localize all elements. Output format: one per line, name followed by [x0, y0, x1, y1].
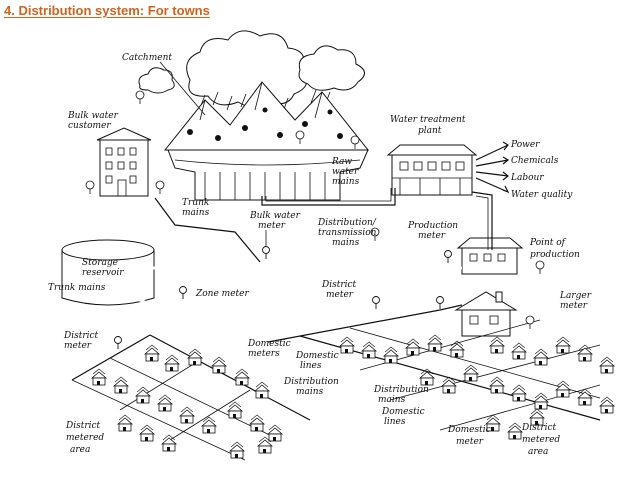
- point-of-production-building: [456, 237, 524, 275]
- label-raw-water-mains: water: [332, 167, 359, 177]
- diagram-labels: Catchment Bulk water customer Raw water …: [48, 53, 592, 457]
- label-power: Power: [510, 140, 540, 150]
- label-domestic-meter: meter: [456, 437, 484, 447]
- label-district-meter-left: District: [63, 331, 99, 341]
- label-bulk-water-meter: Bulk water: [249, 211, 301, 221]
- label-labour: Labour: [510, 173, 544, 183]
- cloud-icon: [138, 67, 175, 94]
- label-district-metered-area-right: District: [521, 423, 557, 433]
- label-raw-water-mains: Raw: [331, 157, 352, 167]
- label-distribution-mains-left: Distribution: [283, 377, 339, 387]
- label-domestic-lines-right: lines: [384, 417, 406, 427]
- label-domestic-meters: Domestic: [247, 339, 291, 349]
- catchment-area: [138, 30, 370, 201]
- label-district-metered-area-left: area: [70, 445, 90, 455]
- pipe-network: [71, 188, 601, 461]
- label-district-meter-left: meter: [64, 341, 92, 351]
- label-district-metered-area-left: metered: [66, 433, 104, 443]
- label-district-metered-area-left: District: [65, 421, 101, 431]
- label-bulk-water-meter: meter: [258, 221, 286, 231]
- label-production-meter: meter: [418, 231, 446, 241]
- label-treatment-plant: Water treatment: [390, 115, 466, 125]
- label-trunk-mains-lower: Trunk mains: [48, 283, 106, 293]
- large-house: [454, 291, 518, 337]
- label-point-of-production: production: [530, 250, 580, 260]
- label-distribution-mains-right: Distribution: [373, 385, 429, 395]
- label-point-of-production: Point of: [529, 238, 567, 248]
- label-trunk-mains-upper: Trunk: [182, 198, 209, 208]
- label-district-meter-mid: District: [321, 280, 357, 290]
- label-distribution-transmission: Distribution/: [317, 218, 377, 228]
- label-bulk-customer: Bulk water: [67, 111, 119, 121]
- label-water-quality: Water quality: [511, 190, 573, 200]
- label-district-meter-mid: meter: [326, 290, 354, 300]
- label-domestic-meter: Domestic: [447, 425, 491, 435]
- label-raw-water-mains: mains: [332, 177, 360, 187]
- meter-icon: [114, 246, 452, 350]
- label-domestic-meters: meters: [248, 349, 280, 359]
- label-distribution-mains-right: mains: [378, 395, 406, 405]
- slide-title: 4. Distribution system: For towns: [4, 3, 210, 18]
- label-distribution-transmission: transmission: [318, 228, 377, 238]
- label-production-meter: Production: [407, 221, 458, 231]
- label-catchment: Catchment: [122, 53, 172, 63]
- label-domestic-lines-right: Domestic: [381, 407, 425, 417]
- label-storage-reservoir: reservoir: [82, 268, 124, 278]
- label-chemicals: Chemicals: [511, 156, 559, 166]
- label-bulk-customer: customer: [68, 121, 111, 131]
- label-storage-reservoir: Storage: [82, 258, 118, 268]
- bulk-customer-building: [85, 127, 165, 197]
- cloud-icon: [298, 45, 365, 91]
- label-domestic-lines-left: lines: [300, 361, 322, 371]
- label-district-metered-area-right: area: [528, 447, 548, 457]
- label-larger-meter: Larger: [559, 291, 592, 301]
- label-district-metered-area-right: metered: [522, 435, 560, 445]
- label-zone-meter: Zone meter: [195, 289, 249, 299]
- water-treatment-plant: [386, 141, 510, 196]
- label-distribution-transmission: mains: [332, 238, 360, 248]
- label-domestic-lines-left: Domestic: [295, 351, 339, 361]
- label-larger-meter: meter: [560, 301, 588, 311]
- storage-reservoir-tank: [61, 239, 155, 306]
- houses-left-district: [91, 344, 283, 459]
- label-treatment-plant: plant: [418, 126, 442, 136]
- label-trunk-mains-upper: mains: [182, 208, 210, 218]
- label-distribution-mains-left: mains: [296, 387, 324, 397]
